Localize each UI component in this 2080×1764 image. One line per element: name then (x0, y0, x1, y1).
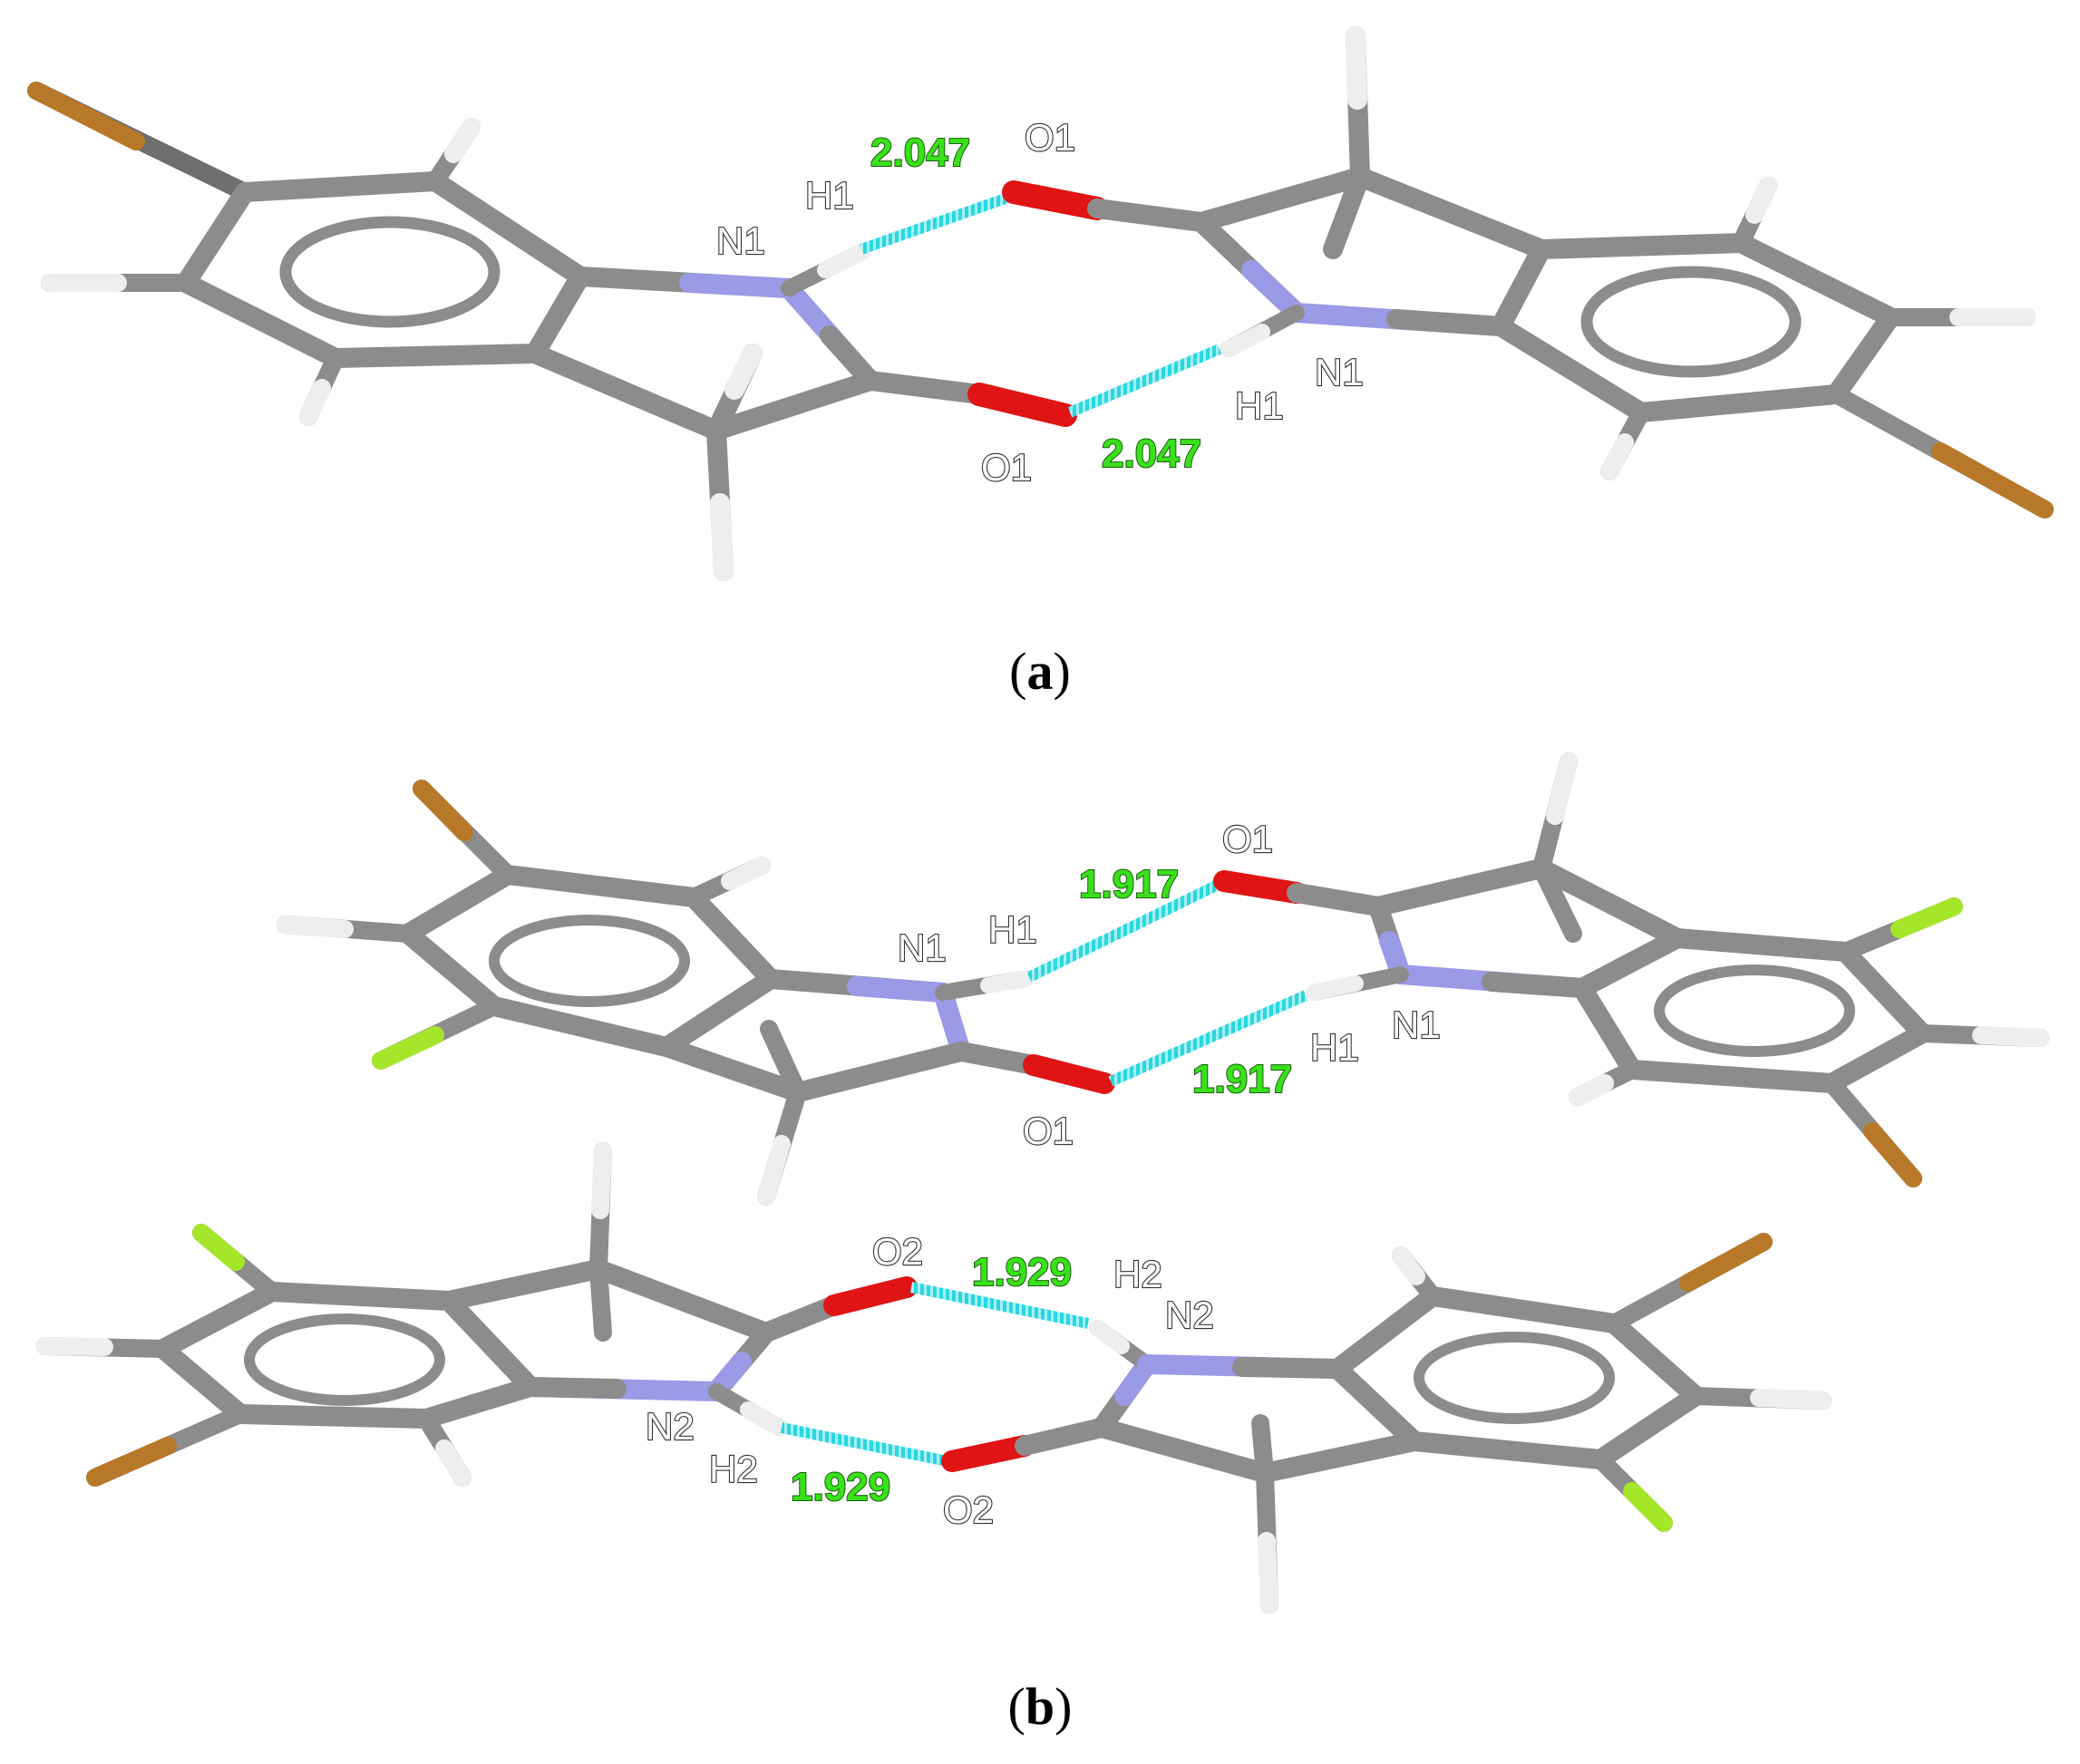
atom-label-b-o2-top: O2 (872, 1230, 923, 1273)
atom-label-b-o1-bottom: O1 (1023, 1110, 1074, 1152)
atom-label-o1-bottom: O1 (981, 446, 1032, 489)
distance-label-b-upper-top: 1.917 (1079, 862, 1179, 906)
atom-label-h1-right: H1 (1235, 384, 1284, 427)
panel-b-upper-molecules (277, 752, 2049, 1206)
atom-label-b-n1-right: N1 (1392, 1003, 1441, 1046)
atom-label-b-n2-left: N2 (646, 1405, 695, 1448)
atom-label-b-h1-left: H1 (988, 908, 1037, 951)
caption-b: (b) (1008, 1677, 1073, 1736)
panel-a-molecules (27, 26, 2054, 581)
atom-label-o1-top: O1 (1025, 116, 1075, 159)
distance-label-b-upper-bottom: 1.917 (1192, 1057, 1292, 1101)
atom-label-b-h2-right: H2 (1113, 1253, 1162, 1295)
distance-label-top: 2.047 (870, 131, 970, 175)
distance-label-b-lower-top: 1.929 (972, 1250, 1072, 1294)
atom-label-b-o2-bottom: O2 (943, 1488, 994, 1531)
atom-label-n1-right: N1 (1315, 351, 1364, 393)
atom-label-b-n1-left: N1 (898, 926, 947, 969)
atom-label-b-o1-top: O1 (1222, 818, 1273, 860)
caption-a: (a) (1009, 642, 1071, 701)
atom-label-h1-left: H1 (805, 174, 854, 217)
distance-label-bottom: 2.047 (1102, 431, 1201, 476)
atom-label-b-h2-left: H2 (709, 1448, 758, 1490)
panel-b-lower-molecules (36, 1142, 1832, 1614)
atom-label-n1-left: N1 (716, 219, 765, 262)
atom-label-b-n2-right: N2 (1165, 1294, 1214, 1336)
atom-label-b-h1-right: H1 (1310, 1026, 1359, 1069)
distance-label-b-lower-bottom: 1.929 (791, 1465, 890, 1509)
